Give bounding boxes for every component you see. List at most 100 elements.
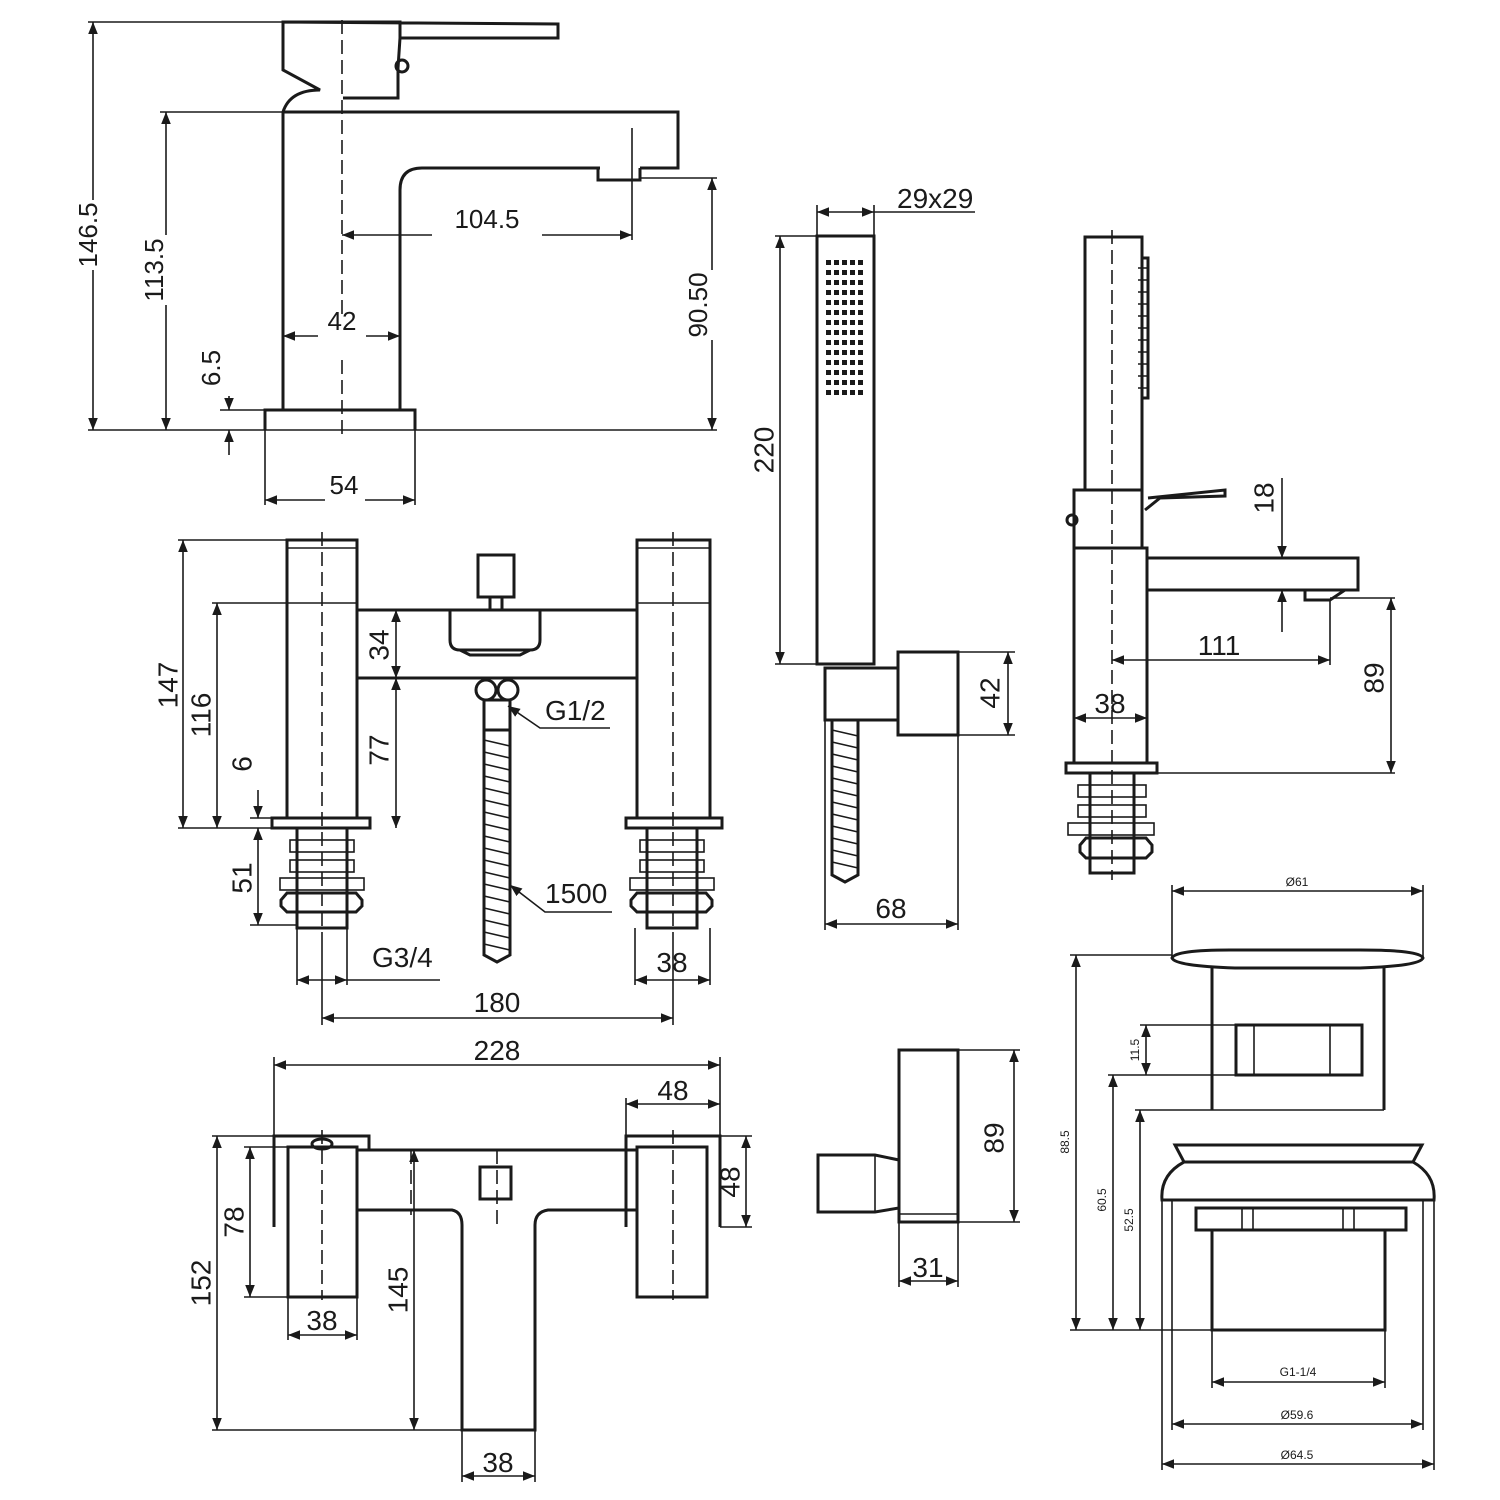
dim-bracket-height: 89 [978,1122,1009,1153]
dim-diverter-height: 34 [363,629,394,660]
dim-holder-projection: 68 [875,893,906,924]
dim-overall-height: 146.5 [73,202,103,267]
spray-nozzle [842,350,847,355]
spray-nozzle [850,280,855,285]
dim-body-height: 116 [185,693,216,738]
spray-nozzle [834,300,839,305]
spray-nozzle [842,300,847,305]
dim-side-body-width: 38 [1094,688,1125,719]
dim-handset-length: 220 [748,427,779,474]
spray-nozzle [858,370,863,375]
spray-nozzle [826,340,831,345]
dim-spout-width: 38 [482,1447,513,1478]
spray-nozzle [850,390,855,395]
spray-nozzle [858,380,863,385]
spray-nozzle [858,260,863,265]
dim-washer: 6 [226,756,257,772]
dim-waste-height-60: 60.5 [1095,1188,1109,1212]
spray-nozzle [858,290,863,295]
spray-nozzle [834,310,839,315]
spray-nozzle [826,300,831,305]
dim-head-size: 29x29 [897,183,973,214]
spray-nozzle [842,380,847,385]
dim-side-spout-height: 89 [1358,662,1389,693]
spray-nozzle [850,270,855,275]
shower-handset-elevation: 29x29 220 42 68 [748,183,1015,930]
dim-body-width: 42 [328,306,357,336]
spray-nozzle [834,390,839,395]
dim-overall-width: 228 [474,1035,521,1066]
dim-overall-depth: 152 [185,1260,216,1307]
dim-spout-outlet-height: 90.50 [683,272,713,337]
spray-nozzle [826,280,831,285]
spray-nozzle [842,360,847,365]
spray-nozzle [834,280,839,285]
spray-nozzle [826,330,831,335]
dim-pillar-depth: 48 [714,1166,745,1197]
spray-nozzle [858,340,863,345]
spray-nozzle [850,350,855,355]
spray-nozzle [858,390,863,395]
spray-nozzle [858,330,863,335]
spray-nozzle [834,360,839,365]
spray-nozzle [850,290,855,295]
spray-nozzle [842,280,847,285]
spray-nozzle [826,350,831,355]
dim-pillar-width: 48 [657,1075,688,1106]
basin-tap-elevation: 146.5 113.5 90.50 104.5 42 6.5 54 [72,20,732,516]
spray-nozzle [858,270,863,275]
dim-outlet-height: 77 [363,734,394,765]
dim-pillar-body-depth: 78 [218,1206,249,1237]
spray-nozzle [834,370,839,375]
dim-tail-length: 51 [226,862,257,893]
spray-nozzle [842,330,847,335]
spray-nozzle [826,360,831,365]
dim-centres: 180 [474,987,521,1018]
dim-spout-reach: 104.5 [454,204,519,234]
dim-waste-height-52: 52.5 [1122,1208,1136,1232]
label-tail-thread: G3/4 [372,942,433,973]
spray-nozzle [858,360,863,365]
spray-nozzle [826,260,831,265]
spray-nozzle [850,380,855,385]
spray-nozzle [826,370,831,375]
spray-nozzle [858,280,863,285]
spray-nozzle [834,380,839,385]
dim-bracket-depth: 31 [912,1252,943,1283]
dim-cap-diameter: Ø61 [1286,875,1309,889]
spray-nozzle [826,390,831,395]
spray-nozzle [850,330,855,335]
spray-nozzle [858,350,863,355]
dim-base-width: 54 [330,470,359,500]
label-hose-length: 1500 [545,878,607,909]
wall-bracket-elevation: 89 31 [816,1048,1020,1287]
spray-nozzle [842,340,847,345]
spray-nozzle [850,370,855,375]
dim-base-thickness: 6.5 [196,350,226,386]
spray-nozzle [858,320,863,325]
spray-nozzle [850,340,855,345]
spray-nozzle [850,260,855,265]
dim-lever-height: 18 [1248,482,1279,513]
spray-nozzle [842,320,847,325]
dim-outer-diameter: Ø64.5 [1281,1448,1314,1462]
spray-nozzle [826,380,831,385]
dim-slot-height: 11.5 [1128,1038,1142,1061]
dim-waste-overall-height: 88.5 [1058,1130,1072,1154]
label-hose-connection: G1/2 [545,695,606,726]
spray-nozzle [842,310,847,315]
spray-nozzle [826,320,831,325]
spray-nozzle [834,270,839,275]
bath-mixer-front-elevation: 147 116 34 77 6 51 G1/2 1500 G3/4 38 180 [152,532,724,1025]
spray-nozzle [842,290,847,295]
spray-nozzle [850,320,855,325]
spray-nozzle [834,330,839,335]
spray-nozzle [826,270,831,275]
dim-holder-height: 42 [974,677,1005,708]
spray-nozzle [858,310,863,315]
spray-nozzle [826,290,831,295]
dim-tail-width: 38 [656,947,687,978]
mixer-side-elevation: 18 111 38 89 [1064,230,1396,880]
spray-nozzle [834,350,839,355]
